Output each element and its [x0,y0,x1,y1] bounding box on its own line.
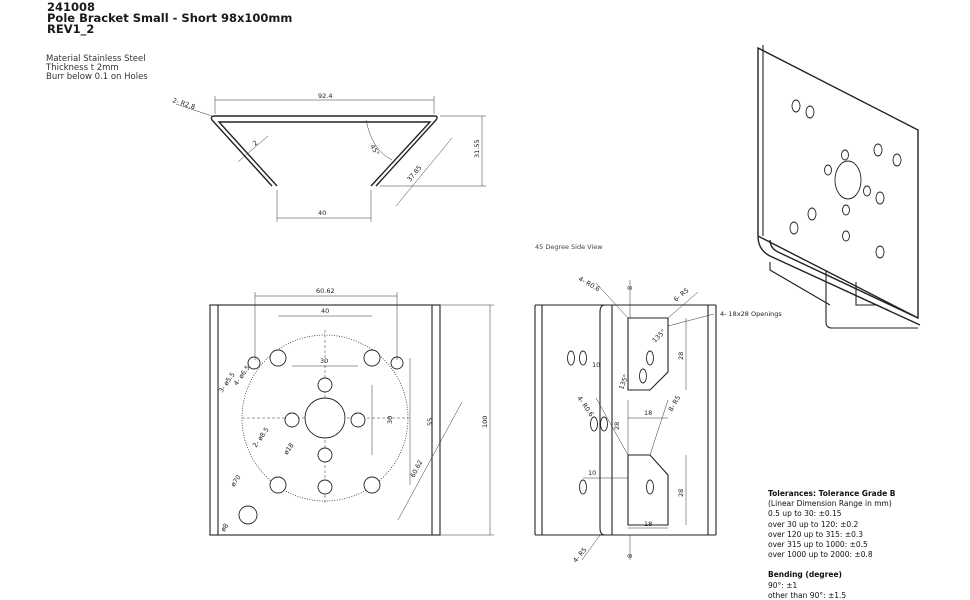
dim-side-18a: 18 [644,409,652,417]
dim-bend-radius: 2- R2.8 [171,96,196,111]
dim-side-28a: 28 [677,352,685,360]
burr-line: Burr below 0.1 on Holes [46,72,148,82]
isometric-view [757,45,921,329]
side-view-caption: 45 Degree Side View [535,243,603,251]
dim-side-28b: 28 [613,422,621,430]
dim-front-40: 40 [321,307,329,315]
dim-flange: 37.85 [405,164,423,183]
revision: REV1_2 [47,22,95,36]
bending-title: Bending (degree) [768,570,842,580]
dim-side-10b: 10 [588,469,596,477]
callout-side-r06a: 4- R0.6 [577,275,601,294]
callout-side-r5c: 4- R5 [571,546,588,564]
dim-width: 92.4 [318,92,332,100]
dim-side-10a: 10 [592,361,600,369]
side-view: 8 4- R0.6 6- R5 4- 18x28 Openings 135° 2… [534,275,782,564]
thickness-line: Thickness t 2mm [46,63,119,73]
callout-side-r5b: 8- R5 [667,394,683,413]
dim-angle: 45° [368,143,381,157]
top-profile-view: 92.4 2- R2.8 2 45° 31.55 37.85 40 [171,92,486,222]
front-flat-view: 60.62 40 30 30 55 100 60.62 3- ø5.5 4- ø… [209,287,494,536]
dim-side-28c: 28 [677,489,685,497]
tolerance-row: over 30 up to 120: ±0.2 [768,519,859,529]
tolerance-block: Tolerances: Tolerance Grade B (Linear Di… [768,489,896,600]
dim-side-8b: 8 [626,554,634,558]
part-number: 241008 [47,0,96,14]
dim-front-30h: 30 [320,357,328,365]
dim-front-6062: 60.62 [316,287,335,295]
part-name: Pole Bracket Small - Short 98x100mm [47,11,293,25]
callout-hole-18: ø18 [282,442,296,457]
bending-row: other than 90°: ±1.5 [768,590,847,600]
tolerance-row: 0.5 up to 30: ±0.15 [768,509,842,519]
dim-thickness: 2 [251,139,259,148]
dim-front-55: 55 [426,418,434,426]
material-line: Material Stainless Steel [46,54,146,64]
tolerance-title: Tolerances: Tolerance Grade B [768,489,896,498]
dim-bottom: 40 [318,209,326,217]
callout-hole-8: ø8 [219,522,230,533]
dim-front-100: 100 [481,416,489,428]
dim-front-30v: 30 [386,416,394,424]
dim-height: 31.55 [473,139,481,158]
tolerance-sub: (Linear Dimension Range in mm) [768,499,892,509]
bending-row: 90°: ±1 [768,580,798,590]
dim-side-18b: 18 [644,520,652,528]
callout-holes-85: 2- ø8.5 [251,426,271,449]
dim-side-8a: 8 [626,286,634,290]
callout-openings: 4- 18x28 Openings [720,310,782,318]
dim-side-135a: 135° [651,328,668,345]
tolerance-row: over 120 up to 315: ±0.3 [768,529,864,539]
tolerance-row: over 1000 up to 2000: ±0.8 [768,550,873,560]
callout-circle-70: ø70 [229,474,243,489]
callout-side-r06b: 4- R0.6 [575,395,595,419]
tolerance-row: over 315 up to 1000: ±0.5 [768,540,868,550]
